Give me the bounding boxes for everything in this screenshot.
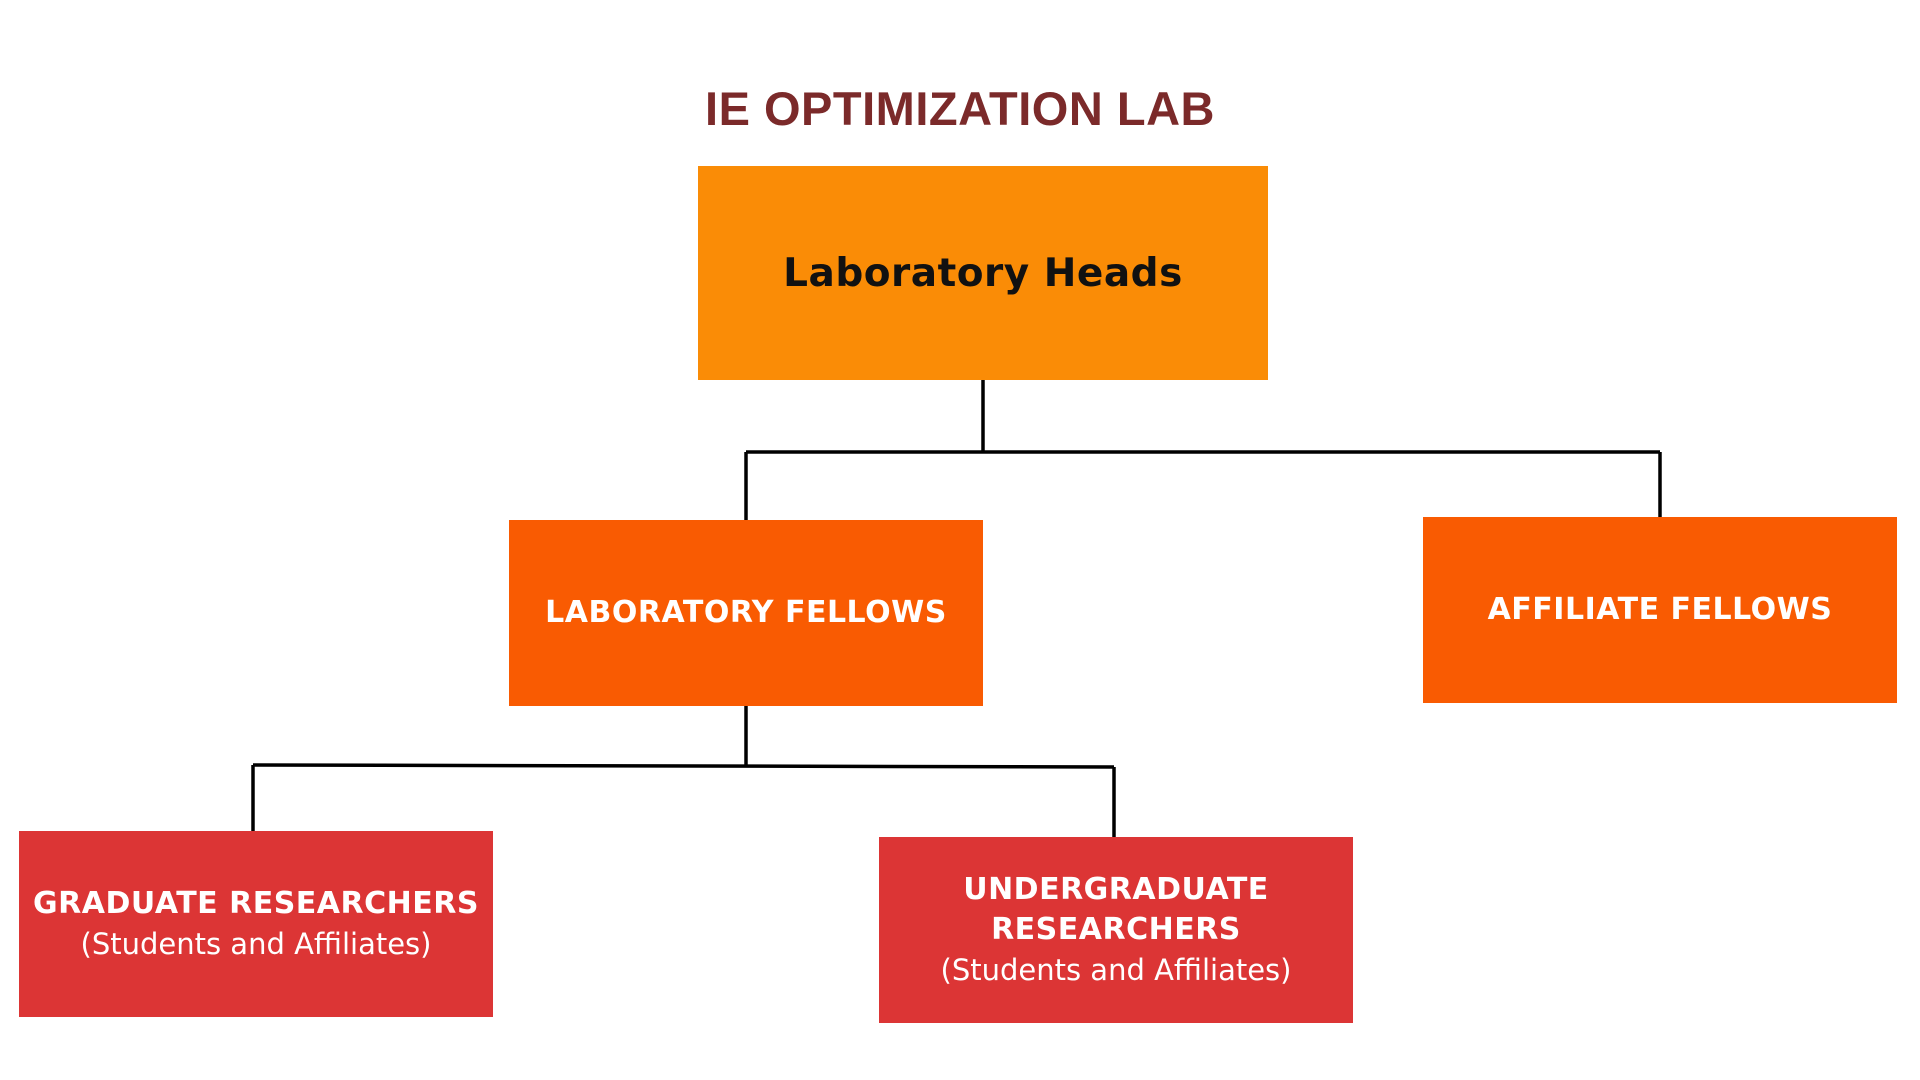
node-affiliate-fellows-label: AFFILIATE FELLOWS [1487,592,1833,627]
node-graduate-researchers-label: GRADUATE RESEARCHERS [33,886,479,921]
node-laboratory-heads: Laboratory Heads [698,166,1268,380]
node-graduate-researchers-sublabel: (Students and Affiliates) [80,927,432,961]
node-undergraduate-researchers-label-line1: UNDERGRADUATE [963,872,1269,907]
diagram-title: IE OPTIMIZATION LAB [705,82,1215,135]
node-undergraduate-researchers: UNDERGRADUATE RESEARCHERS (Students and … [879,837,1353,1023]
connector-bottom-horizontal [252,763,1115,769]
node-undergraduate-researchers-sublabel: (Students and Affiliates) [940,953,1292,987]
node-undergraduate-researchers-label-line2: RESEARCHERS [991,912,1241,947]
node-laboratory-heads-label: Laboratory Heads [783,250,1183,296]
node-laboratory-fellows: LABORATORY FELLOWS [509,520,983,706]
node-laboratory-fellows-label: LABORATORY FELLOWS [545,595,947,630]
node-graduate-researchers: GRADUATE RESEARCHERS (Students and Affil… [19,831,493,1017]
node-affiliate-fellows: AFFILIATE FELLOWS [1423,517,1897,703]
